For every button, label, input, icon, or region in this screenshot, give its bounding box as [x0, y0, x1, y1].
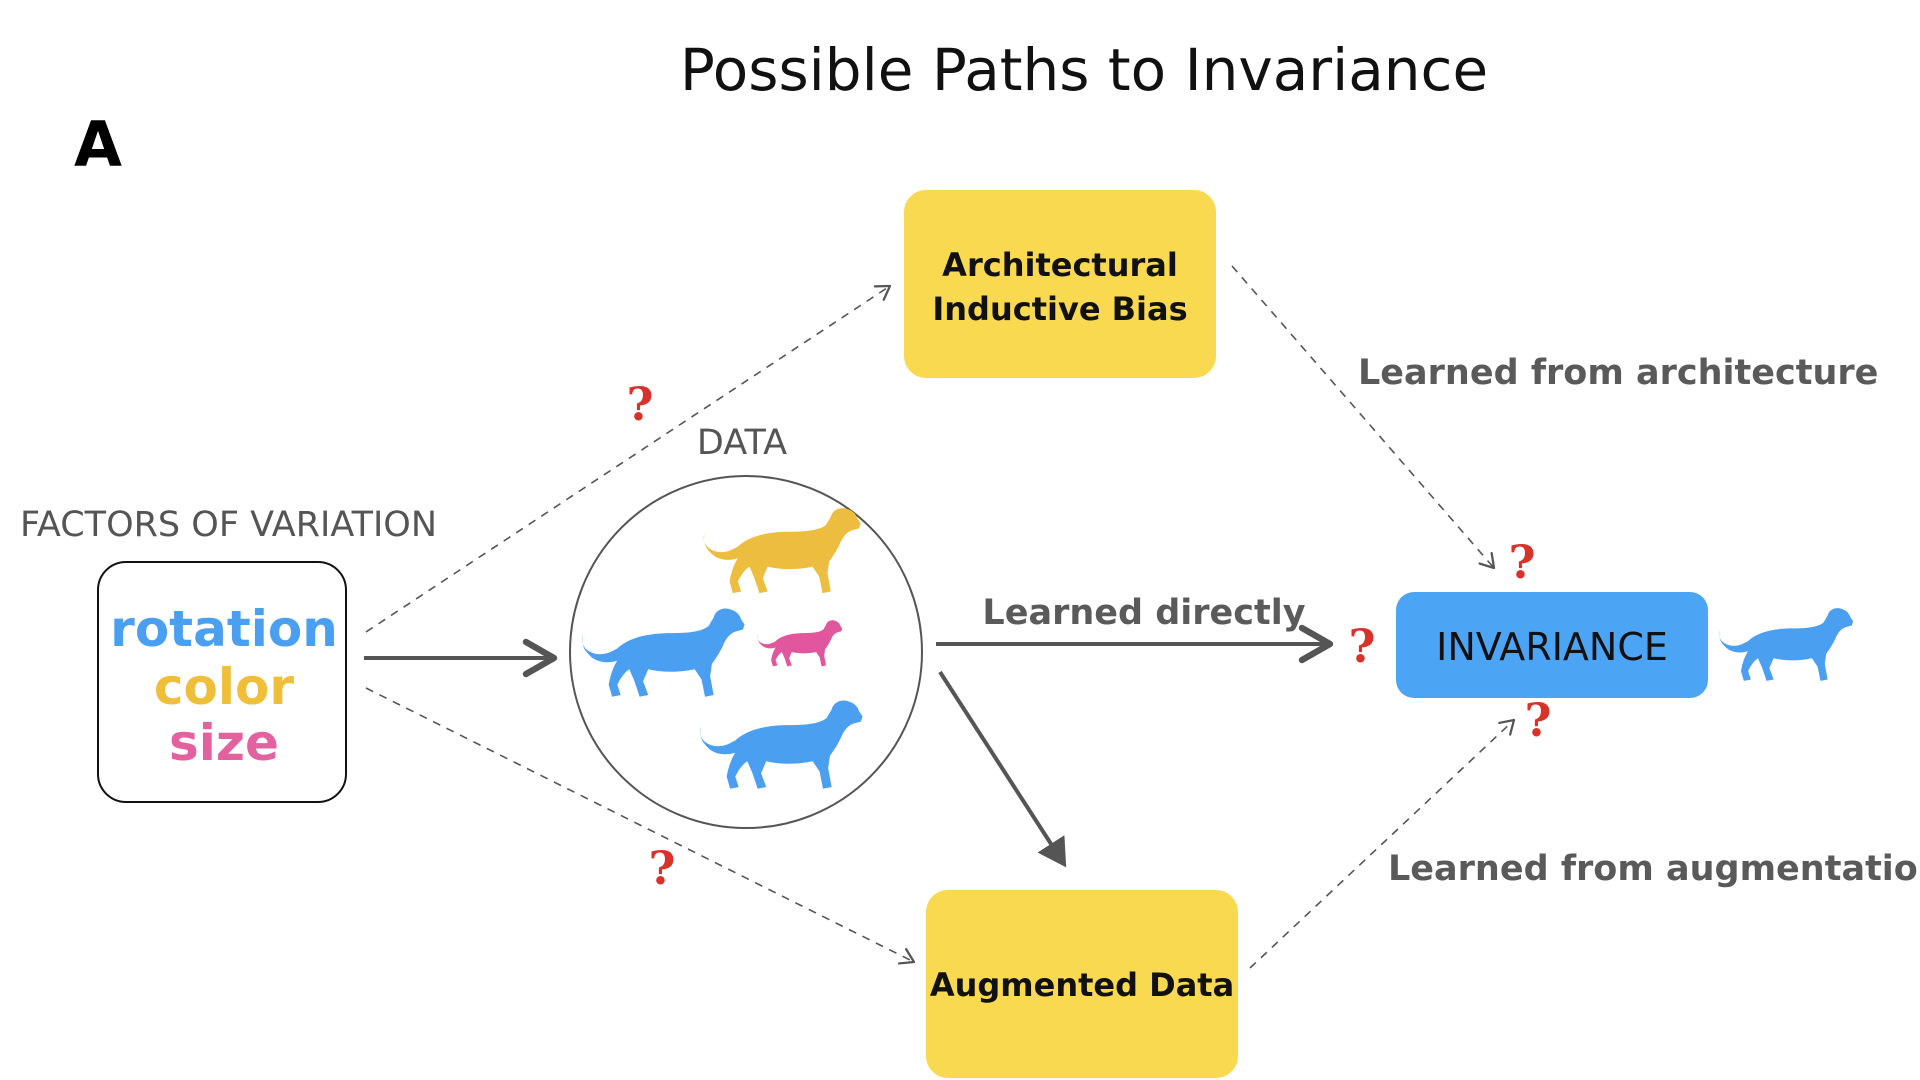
factor-size: size — [169, 714, 279, 772]
factor-color: color — [154, 658, 294, 716]
arrow-architecture-to-invariance — [1231, 265, 1496, 570]
augmented-box-label: Augmented Data — [930, 966, 1234, 1004]
invariance-box-label: INVARIANCE — [1436, 625, 1668, 669]
invariance-box — [1396, 592, 1708, 698]
arrow-augmented-to-invariance — [1249, 718, 1516, 969]
question-mark-icon: ? — [1525, 693, 1552, 747]
edge-label-augmentation: Learned from augmentation — [1388, 849, 1920, 889]
architecture-box-line2: Inductive Bias — [932, 290, 1187, 328]
question-mark-icon: ? — [1349, 619, 1376, 673]
architecture-box — [904, 190, 1216, 378]
panel-letter: A — [74, 108, 122, 181]
factor-rotation: rotation — [110, 600, 338, 658]
question-mark-icon: ? — [649, 841, 676, 895]
architecture-box-line1: Architectural — [942, 246, 1178, 284]
arrow-factors-to-augmented — [365, 687, 916, 965]
edge-label-architecture: Learned from architecture — [1358, 353, 1878, 393]
question-mark-icon: ? — [1509, 535, 1536, 589]
invariant-dog-icon — [1718, 608, 1854, 681]
arrow-data-to-augmented — [938, 670, 1067, 868]
augmented-box — [926, 890, 1238, 1078]
diagram-title: Possible Paths to Invariance — [680, 36, 1488, 104]
factors-heading: FACTORS OF VARIATION — [20, 505, 437, 545]
data-label: DATA — [697, 423, 787, 463]
question-mark-icon: ? — [627, 377, 654, 431]
edge-label-direct: Learned directly — [982, 593, 1305, 633]
factors-box — [97, 561, 347, 803]
